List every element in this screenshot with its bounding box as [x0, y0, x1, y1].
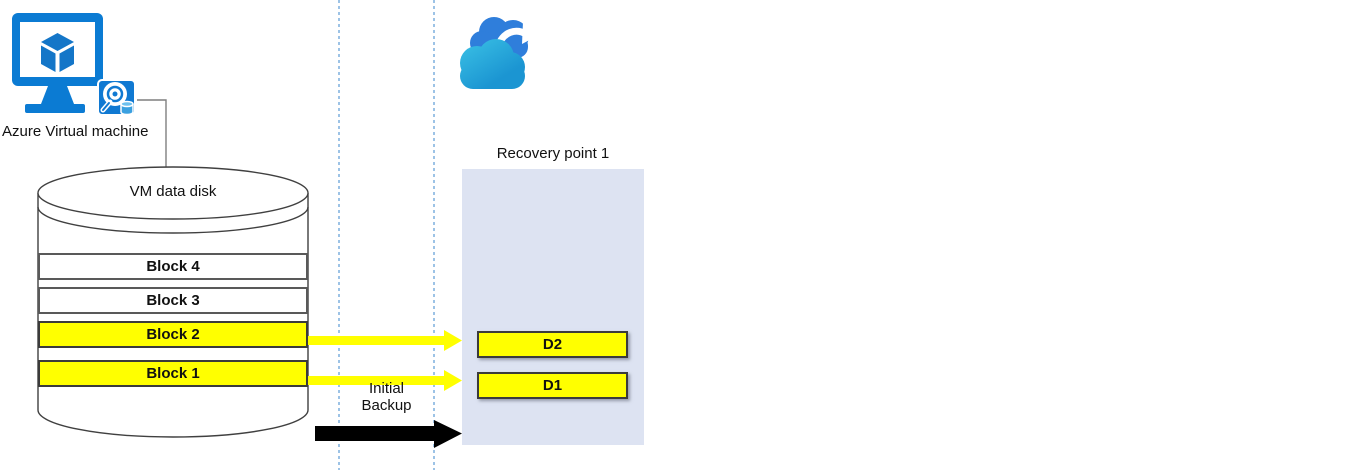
initial-backup-label-line1: Initial	[368, 380, 405, 397]
initial-backup-label-line2: Backup	[361, 397, 412, 414]
mini-cylinder-icon	[120, 100, 134, 116]
transfer-arrow-block2	[308, 330, 462, 351]
front-cloud	[460, 39, 525, 89]
recovery-point-label: Recovery point 1	[496, 145, 610, 162]
initial-backup-label: Initial Backup	[339, 380, 434, 414]
recovery-point-panel	[462, 169, 644, 445]
vm-cube-icon	[41, 33, 74, 72]
monitor-icon	[12, 13, 103, 113]
boundary-dotted-line-right	[433, 0, 435, 470]
recovery-item-d1: D1	[477, 372, 628, 399]
azure-vm-label: Azure Virtual machine	[2, 123, 149, 140]
block-2: Block 2	[38, 321, 308, 348]
azure-virtual-machine-icon	[12, 13, 103, 113]
recovery-item-d2: D2	[477, 331, 628, 358]
block-3: Block 3	[38, 287, 308, 314]
vm-data-disk-label: VM data disk	[129, 183, 217, 200]
block-4: Block 4	[38, 253, 308, 280]
block-1: Block 1	[38, 360, 308, 387]
managed-disk-icon	[97, 79, 136, 116]
boundary-dotted-line-left	[338, 0, 340, 470]
azure-backup-cloud-icon	[460, 17, 537, 89]
